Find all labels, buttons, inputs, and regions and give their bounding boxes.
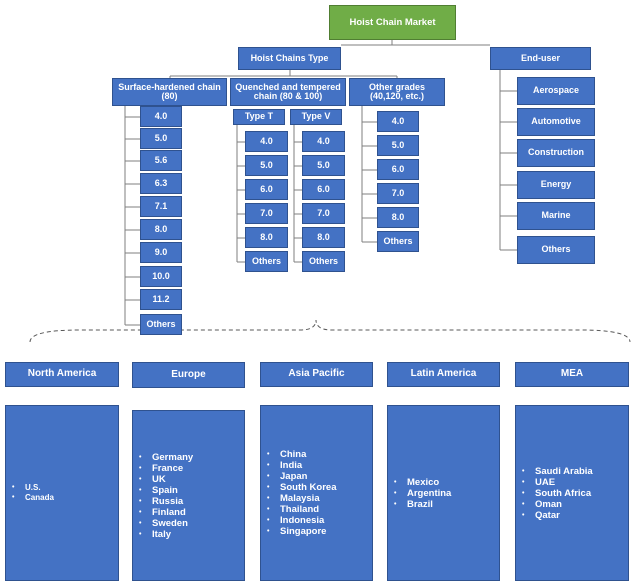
type-v-grade-node[interactable]: Others: [302, 251, 345, 272]
region-asia-pacific-header[interactable]: Asia Pacific: [260, 362, 373, 387]
country-item: India: [267, 460, 372, 471]
region-europe-header[interactable]: Europe: [132, 362, 245, 388]
country-item: Sweden: [139, 518, 244, 529]
surface-grade-node[interactable]: 5.6: [140, 150, 182, 171]
end-user-construction-node[interactable]: Construction: [517, 139, 595, 167]
region-mea-panel: Saudi Arabia UAE South Africa Oman Qatar: [515, 405, 629, 581]
type-t-grade-node[interactable]: 8.0: [245, 227, 288, 248]
type-v-grade-node[interactable]: 4.0: [302, 131, 345, 152]
surface-grade-node[interactable]: Others: [140, 314, 182, 335]
country-item: UK: [139, 474, 244, 485]
country-item: France: [139, 463, 244, 474]
surface-grade-node[interactable]: 11.2: [140, 289, 182, 310]
country-item: Canada: [12, 493, 118, 503]
country-item: Qatar: [522, 510, 628, 521]
end-user-aerospace-node[interactable]: Aerospace: [517, 77, 595, 105]
country-item: Finland: [139, 507, 244, 518]
other-grade-node[interactable]: 4.0: [377, 111, 419, 132]
surface-grade-node[interactable]: 10.0: [140, 266, 182, 287]
country-item: Germany: [139, 452, 244, 463]
surface-grade-node[interactable]: 5.0: [140, 128, 182, 149]
surface-grade-node[interactable]: 6.3: [140, 173, 182, 194]
region-latin-america-panel: Mexico Argentina Brazil: [387, 405, 500, 581]
other-grade-node[interactable]: 7.0: [377, 183, 419, 204]
country-item: Russia: [139, 496, 244, 507]
region-asia-pacific-panel: China India Japan South Korea Malaysia T…: [260, 405, 373, 581]
country-item: Japan: [267, 471, 372, 482]
surface-grade-node[interactable]: 9.0: [140, 242, 182, 263]
surface-grade-node[interactable]: 8.0: [140, 219, 182, 240]
country-item: Singapore: [267, 526, 372, 537]
country-item: Argentina: [394, 488, 499, 499]
hoist-chains-type-node[interactable]: Hoist Chains Type: [238, 47, 341, 70]
country-item: Brazil: [394, 499, 499, 510]
type-v-grade-node[interactable]: 6.0: [302, 179, 345, 200]
country-item: South Africa: [522, 488, 628, 499]
other-grade-node[interactable]: 8.0: [377, 207, 419, 228]
region-north-america-header[interactable]: North America: [5, 362, 119, 387]
region-mea-header[interactable]: MEA: [515, 362, 629, 387]
country-item: Malaysia: [267, 493, 372, 504]
surface-grade-node[interactable]: 4.0: [140, 106, 182, 127]
country-item: U.S.: [12, 483, 118, 493]
end-user-automotive-node[interactable]: Automotive: [517, 108, 595, 136]
country-item: China: [267, 449, 372, 460]
region-north-america-panel: U.S. Canada: [5, 405, 119, 581]
type-v-grade-node[interactable]: 5.0: [302, 155, 345, 176]
end-user-marine-node[interactable]: Marine: [517, 202, 595, 230]
type-t-grade-node[interactable]: 4.0: [245, 131, 288, 152]
country-item: UAE: [522, 477, 628, 488]
other-grade-node[interactable]: Others: [377, 231, 419, 252]
type-v-grade-node[interactable]: 7.0: [302, 203, 345, 224]
type-t-grade-node[interactable]: Others: [245, 251, 288, 272]
end-user-node[interactable]: End-user: [490, 47, 591, 70]
country-item: Indonesia: [267, 515, 372, 526]
hoist-chain-market-node[interactable]: Hoist Chain Market: [329, 5, 456, 40]
end-user-others-node[interactable]: Others: [517, 236, 595, 264]
other-grade-node[interactable]: 6.0: [377, 159, 419, 180]
country-item: South Korea: [267, 482, 372, 493]
surface-grade-node[interactable]: 7.1: [140, 196, 182, 217]
region-europe-panel: Germany France UK Spain Russia Finland S…: [132, 410, 245, 581]
type-t-grade-node[interactable]: 5.0: [245, 155, 288, 176]
type-v-node[interactable]: Type V: [290, 109, 342, 125]
country-item: Mexico: [394, 477, 499, 488]
country-item: Italy: [139, 529, 244, 540]
country-item: Oman: [522, 499, 628, 510]
country-item: Thailand: [267, 504, 372, 515]
quenched-tempered-chain-node[interactable]: Quenched and tempered chain (80 & 100): [230, 78, 346, 106]
end-user-energy-node[interactable]: Energy: [517, 171, 595, 199]
other-grades-node[interactable]: Other grades (40,120, etc.): [349, 78, 445, 106]
surface-hardened-chain-node[interactable]: Surface-hardened chain (80): [112, 78, 227, 106]
type-t-grade-node[interactable]: 6.0: [245, 179, 288, 200]
type-t-grade-node[interactable]: 7.0: [245, 203, 288, 224]
type-t-node[interactable]: Type T: [233, 109, 285, 125]
country-item: Spain: [139, 485, 244, 496]
country-item: Saudi Arabia: [522, 466, 628, 477]
region-latin-america-header[interactable]: Latin America: [387, 362, 500, 387]
type-v-grade-node[interactable]: 8.0: [302, 227, 345, 248]
other-grade-node[interactable]: 5.0: [377, 135, 419, 156]
